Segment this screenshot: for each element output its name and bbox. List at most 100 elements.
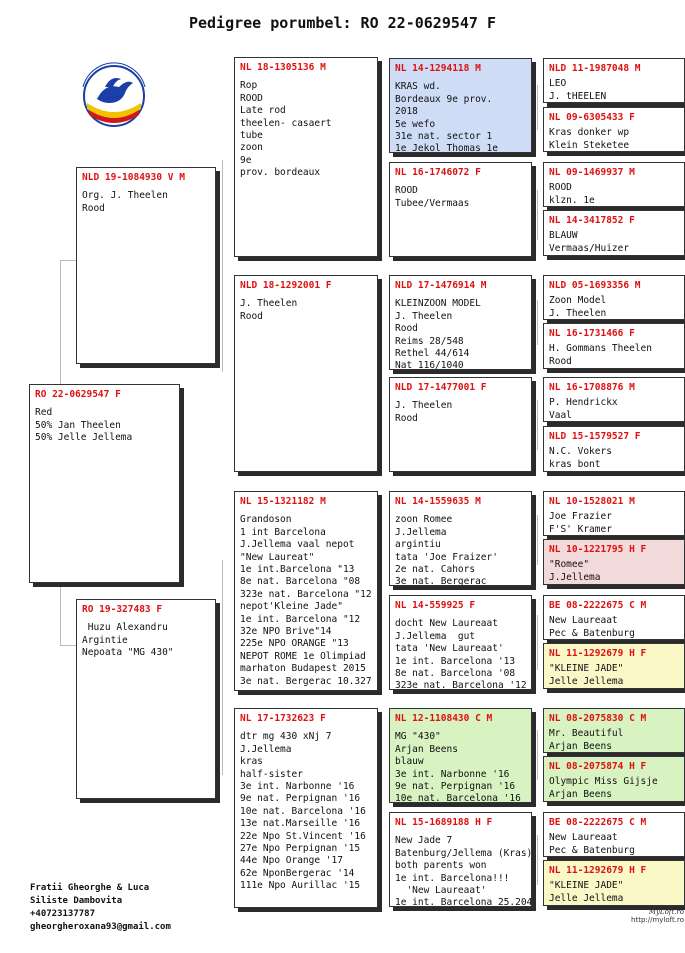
info-line: 50% Jan Theelen (35, 419, 121, 431)
pedigree-box-gen4-4[interactable]: NL 14-3417852 F BLAUW Vermaas/Huizer (543, 210, 685, 256)
info-line: Huzu Alexandru (82, 622, 168, 634)
info-line: 1e Jekol Thomas 1e (395, 143, 498, 153)
info-line: New Laureaat (549, 832, 618, 844)
info-line: 225e NPO ORANGE "13 (240, 638, 349, 650)
info-line: 1e int. Barcelona 25.204 (395, 897, 532, 907)
info-line: 8e nat. Barcelona '08 (395, 668, 516, 680)
owner-email[interactable]: gheorgheroxana93@gmail.com (30, 922, 171, 932)
pedigree-box-sire-dam[interactable]: NLD 18-1292001 F J. Theelen Rood (234, 275, 378, 472)
info-line: Nepoata "MG 430" (82, 647, 174, 659)
pedigree-box-sire[interactable]: NLD 19-1084930 V M Org. J. Theelen Rood (76, 167, 216, 364)
pedigree-box-gen4-1[interactable]: NLD 11-1987048 M LEO J. tHEELEN (543, 58, 685, 103)
info-line: tata 'Joe Fraizer' (395, 551, 498, 563)
owner-phone: +40723137787 (30, 909, 96, 919)
pedigree-box-dam-sire[interactable]: NL 15-1321182 M Grandoson 1 int Barcelon… (234, 491, 378, 691)
info-line: Tubee/Vermaas (395, 197, 470, 209)
info-line: tata 'New Laureaat' (395, 643, 504, 655)
pedigree-box-gen3-8[interactable]: NL 15-1689188 H F New Jade 7 Batenburg/J… (389, 812, 532, 907)
ring-number: NL 12-1108430 C M (395, 713, 493, 724)
pedigree-box-gen4-9[interactable]: NL 10-1528021 M Joe Frazier F'S' Kramer (543, 491, 685, 536)
info-line: Argintie (82, 634, 128, 646)
pedigree-box-gen4-14[interactable]: NL 08-2075874 H F Olympic Miss Gijsje Ar… (543, 756, 685, 802)
info-line: J. Theelen (240, 298, 298, 310)
info-line: Rood (240, 310, 263, 322)
info-line: Olympic Miss Gijsje (549, 776, 658, 788)
pedigree-box-gen4-8[interactable]: NLD 15-1579527 F N.C. Vokers kras bont (543, 426, 685, 472)
ring-number: NL 14-559925 F (395, 600, 476, 611)
info-line: J.Jellema (549, 571, 601, 583)
pedigree-box-gen4-2[interactable]: NL 09-6305433 F Kras donker wp Klein Ste… (543, 107, 685, 152)
pedigree-box-gen4-6[interactable]: NL 16-1731466 F H. Gommans Theelen Rood (543, 323, 685, 369)
info-line: Vermaas/Huizer (549, 242, 630, 254)
pedigree-box-subject[interactable]: RO 22-0629547 F Red 50% Jan Theelen 50% … (29, 384, 180, 583)
ring-number: NL 15-1689188 H F (395, 817, 493, 828)
info-line: 2018 (395, 106, 418, 118)
info-line: 27e Npo Perpignan '15 (240, 843, 361, 855)
pedigree-box-dam[interactable]: RO 19-327483 F Huzu Alexandru Argintie N… (76, 599, 216, 799)
ring-number: NL 18-1305136 M (240, 62, 326, 73)
info-line: dtr mg 430 xNj 7 (240, 731, 332, 743)
info-line: Mr. Beautiful (549, 728, 624, 740)
info-line: blauw (395, 756, 424, 768)
pedigree-box-dam-dam[interactable]: NL 17-1732623 F dtr mg 430 xNj 7 J.Jelle… (234, 708, 378, 908)
info-line: Kras donker wp (549, 127, 630, 139)
pedigree-box-gen3-2[interactable]: NL 16-1746072 F ROOD Tubee/Vermaas (389, 162, 532, 257)
ring-number: NLD 17-1476914 M (395, 280, 487, 291)
ring-number: NL 17-1732623 F (240, 713, 326, 724)
pedigree-box-sire-sire[interactable]: NL 18-1305136 M Rop ROOD Late rod theele… (234, 57, 378, 257)
pedigree-box-gen4-11[interactable]: BE 08-2222675 C M New Laureaat Pec & Bat… (543, 595, 685, 640)
pedigree-box-gen4-16[interactable]: NL 11-1292679 H F "KLEINE JADE" Jelle Je… (543, 860, 685, 906)
info-line: J. tHEELEN (549, 90, 607, 102)
info-line: 9e (240, 154, 252, 166)
info-line: 5e wefo (395, 118, 436, 130)
pedigree-box-gen3-4[interactable]: NLD 17-1477001 F J. Theelen Rood (389, 377, 532, 472)
info-line: Arjan Beens (549, 788, 612, 800)
info-line: Rood (82, 202, 105, 214)
info-line: "New Laureat" (240, 551, 315, 563)
pedigree-box-gen3-5[interactable]: NL 14-1559635 M zoon Romee J.Jellema arg… (389, 491, 532, 586)
ring-number: NL 08-2075830 C M (549, 713, 647, 724)
pedigree-box-gen4-15[interactable]: BE 08-2222675 C M New Laureaat Pec & Bat… (543, 812, 685, 857)
info-line: prov. bordeaux (240, 167, 321, 179)
info-line: Nat 116/1040 (395, 360, 464, 370)
ring-number: NLD 11-1987048 M (549, 63, 641, 74)
pedigree-box-gen3-3[interactable]: NLD 17-1476914 M KLEINZOON MODEL J. Thee… (389, 275, 532, 370)
info-line: J. Theelen (395, 400, 453, 412)
info-line: 323e nat. Barcelona '12 (395, 680, 527, 690)
pedigree-box-gen4-10[interactable]: NL 10-1221795 H F "Romee" J.Jellema (543, 539, 685, 585)
info-line: 1e int. Barcelona '13 (395, 655, 516, 667)
watermark[interactable]: MyLoft.ro http://myloft.ro (628, 908, 684, 924)
ring-number: NLD 18-1292001 F (240, 280, 332, 291)
info-line: "KLEINE JADE" (549, 663, 624, 675)
info-line: 3e nat. Bergerac 10.327 (240, 675, 372, 687)
info-line: Grandoson (240, 514, 292, 526)
info-line: both parents won (395, 860, 487, 872)
info-line: 8e nat. Barcelona "08 (240, 576, 361, 588)
info-line: 'New Laureaat' (395, 885, 487, 897)
pedigree-box-gen3-1[interactable]: NL 14-1294118 M KRAS wd. Bordeaux 9e pro… (389, 58, 532, 153)
pedigree-box-gen4-3[interactable]: NL 09-1469937 M ROOD klzn. 1e (543, 162, 685, 207)
ring-number: NL 10-1221795 H F (549, 544, 647, 555)
pedigree-box-gen4-5[interactable]: NLD 05-1693356 M Zoon Model J. Theelen (543, 275, 685, 320)
pedigree-box-gen3-6[interactable]: NL 14-559925 F docht New Laureaat J.Jell… (389, 595, 532, 690)
pedigree-box-gen4-7[interactable]: NL 16-1708876 M P. Hendrickx Vaal (543, 377, 685, 422)
info-line: 50% Jelle Jellema (35, 432, 133, 444)
watermark-brand: MyLoft.ro (648, 908, 684, 916)
pedigree-box-gen4-13[interactable]: NL 08-2075830 C M Mr. Beautiful Arjan Be… (543, 708, 685, 753)
info-line: kras bont (549, 458, 601, 470)
info-line: J.Jellema (395, 526, 447, 538)
info-line: KRAS wd. (395, 81, 441, 93)
info-line: ROOD (395, 185, 418, 197)
ring-number: RO 22-0629547 F (35, 389, 121, 400)
info-line: klzn. 1e (549, 194, 595, 206)
info-line: J.Jellema gut (395, 630, 476, 642)
info-line: theelen- casaert (240, 117, 332, 129)
info-line: Bordeaux 9e prov. (395, 93, 493, 105)
info-line: 3e int. Narbonne '16 (395, 768, 510, 780)
pedigree-box-gen4-12[interactable]: NL 11-1292679 H F "KLEINE JADE" Jelle Je… (543, 643, 685, 689)
pedigree-box-gen3-7[interactable]: NL 12-1108430 C M MG "430" Arjan Beens b… (389, 708, 532, 803)
page-title: Pedigree porumbel: RO 22-0629547 F (188, 14, 497, 32)
info-line: ROOD (549, 182, 572, 194)
ring-number: NLD 17-1477001 F (395, 382, 487, 393)
ring-number: NLD 19-1084930 V M (82, 172, 185, 183)
